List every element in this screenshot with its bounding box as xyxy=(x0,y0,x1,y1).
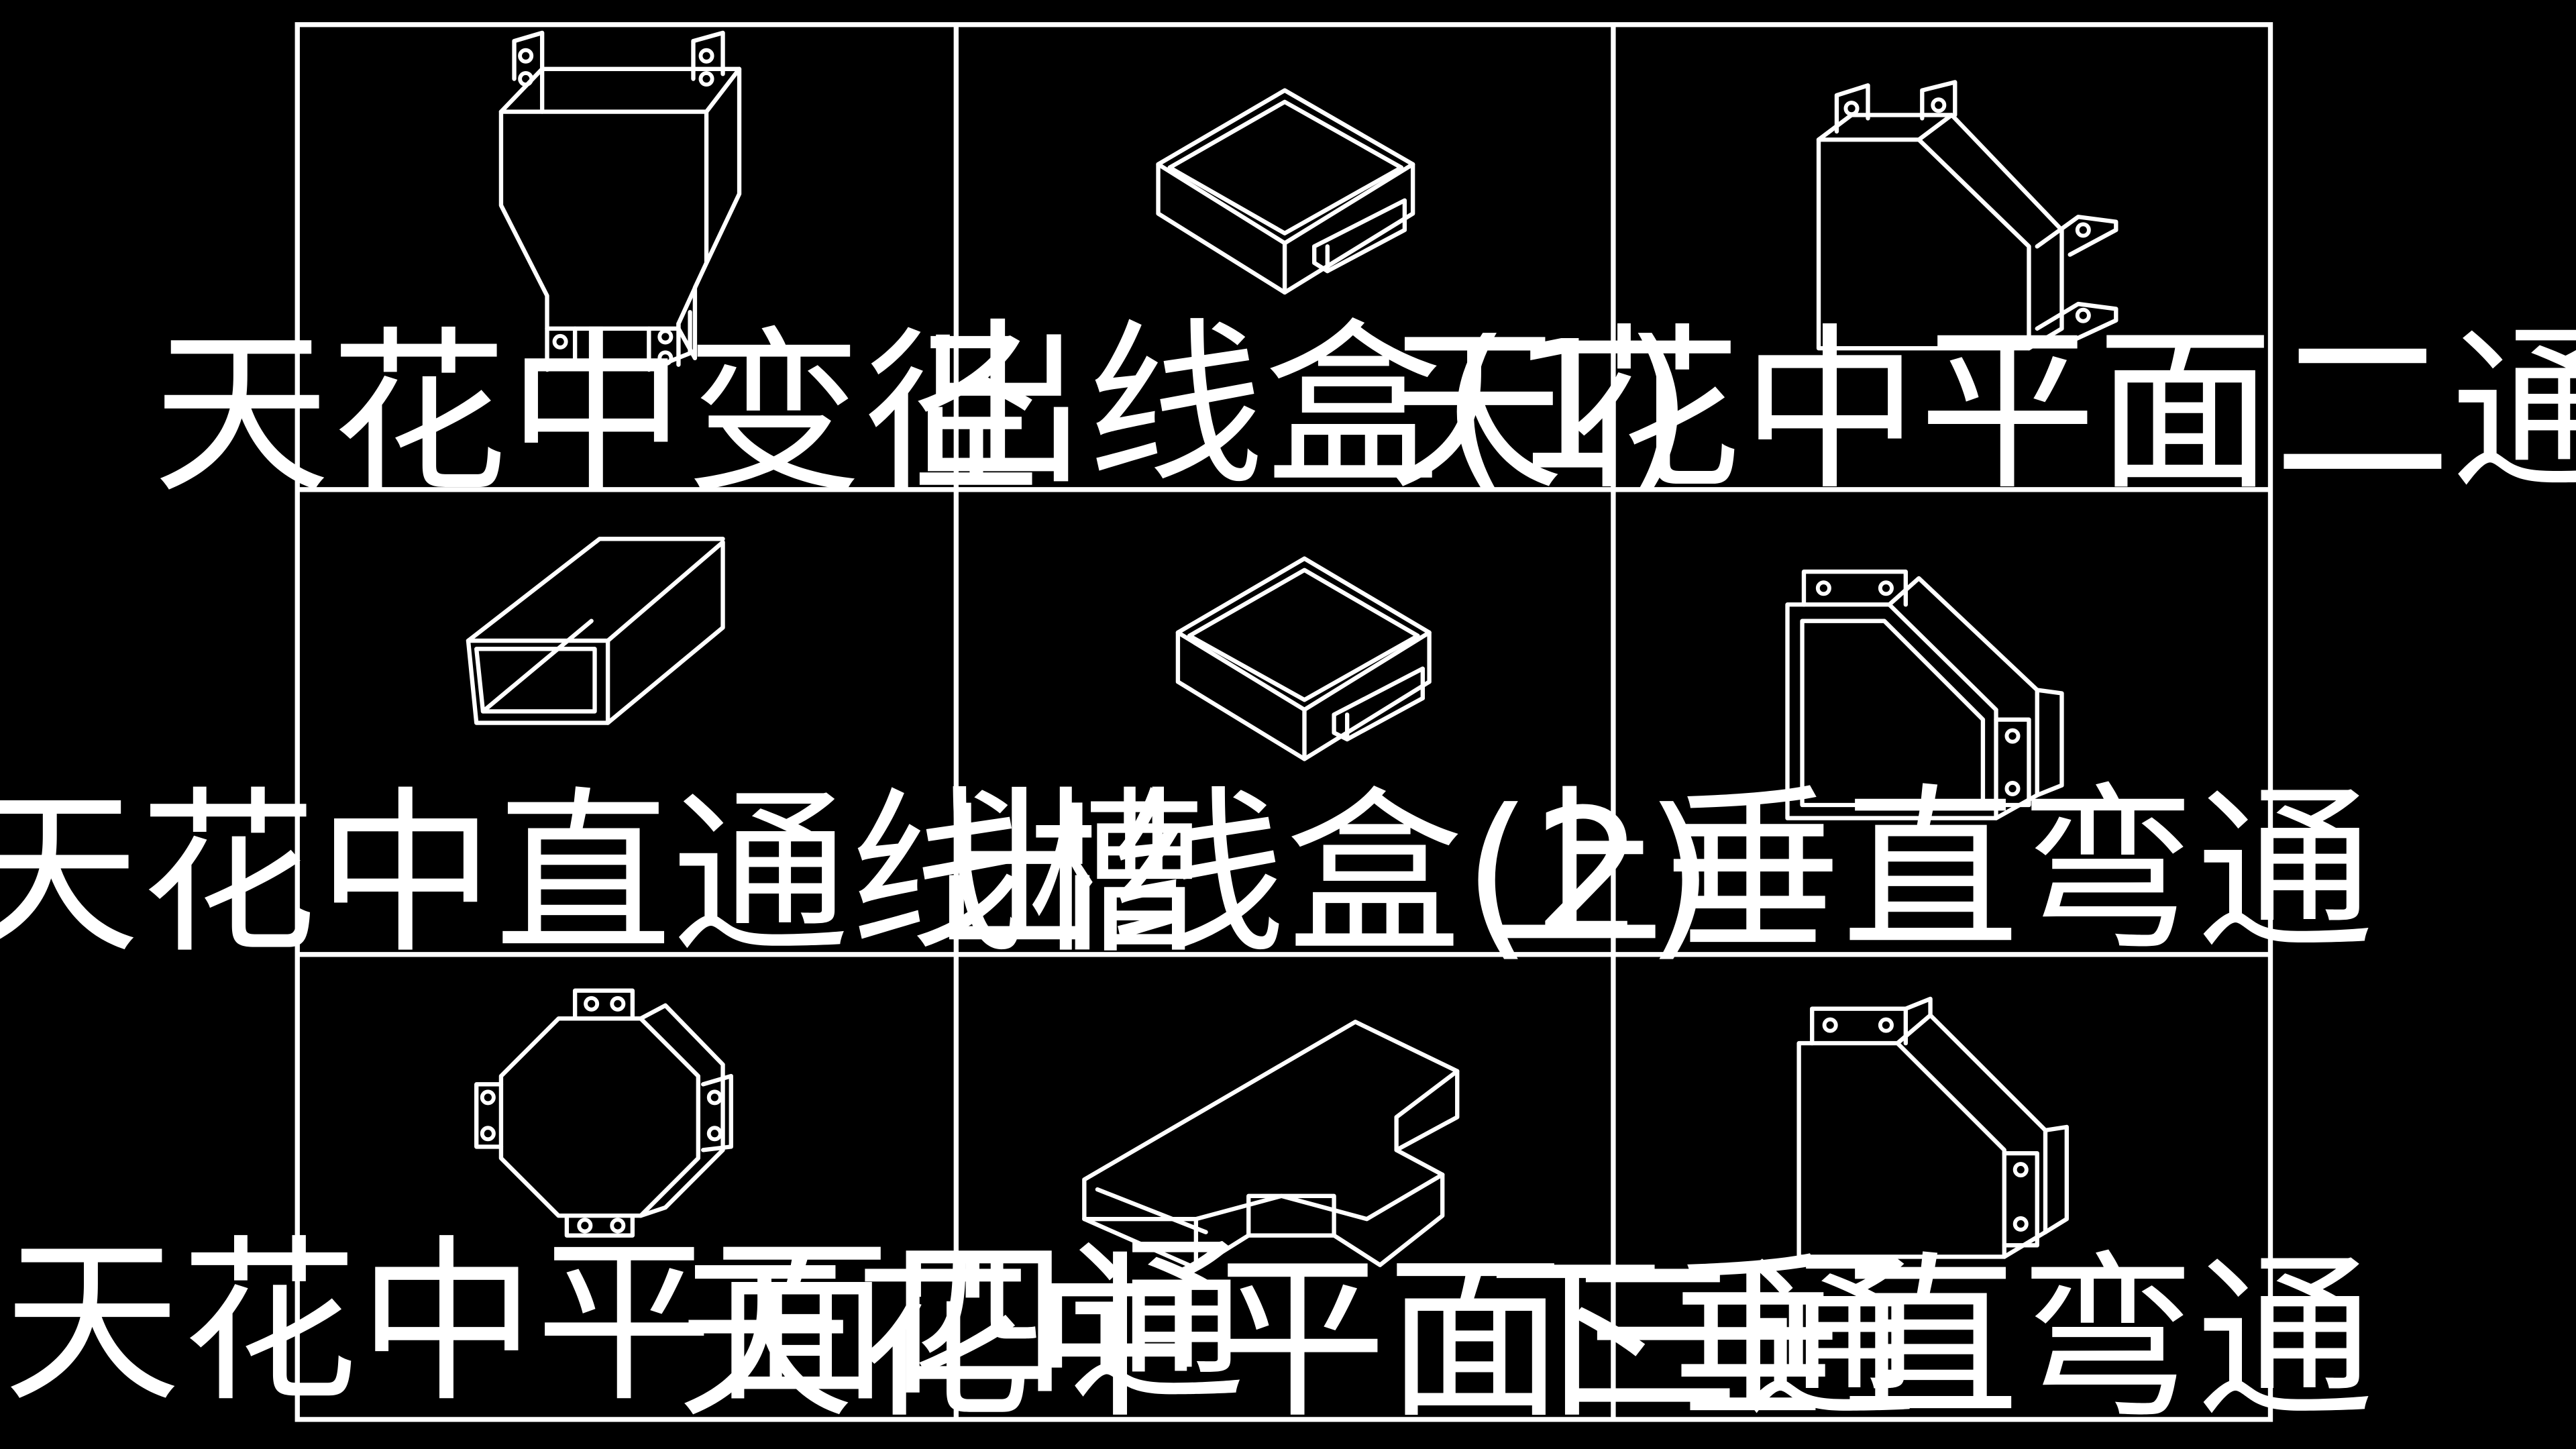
cell-label-vertical-down-elbow: 下垂直弯通 xyxy=(1487,1237,2373,1443)
vertical-up-elbow-icon xyxy=(1785,570,2064,820)
straight-trunking-icon xyxy=(466,537,725,725)
tee-fitting-icon xyxy=(1082,1020,1460,1271)
vertical-down-elbow-icon xyxy=(1796,996,2070,1259)
outlet-box-icon xyxy=(1156,88,1415,295)
cell-label-outlet-box-1: 出线盒(1) xyxy=(910,304,1693,510)
cell-label-horizontal-elbow: 天花中平面二通 xyxy=(1387,309,2576,515)
cell-label-cross: 天花中平面四通 xyxy=(3,1220,1245,1426)
table-grid xyxy=(294,22,2273,1422)
cell-label-tee: 天花中平面三通 xyxy=(677,1237,1919,1443)
cell-label-straight-trunking: 天花中直通线槽 xyxy=(0,772,1204,978)
cross-fitting-icon xyxy=(474,988,733,1238)
outlet-box-icon xyxy=(1175,556,1432,761)
horizontal-elbow-icon xyxy=(1816,80,2118,351)
cell-label-vertical-up-elbow: 上垂直弯通 xyxy=(1487,769,2373,975)
cell-label-reducer: 天花中变径 xyxy=(153,312,1040,518)
cell-label-outlet-box-2: 出线盒(2) xyxy=(930,772,1714,978)
reducer-fitting-icon xyxy=(498,30,742,372)
